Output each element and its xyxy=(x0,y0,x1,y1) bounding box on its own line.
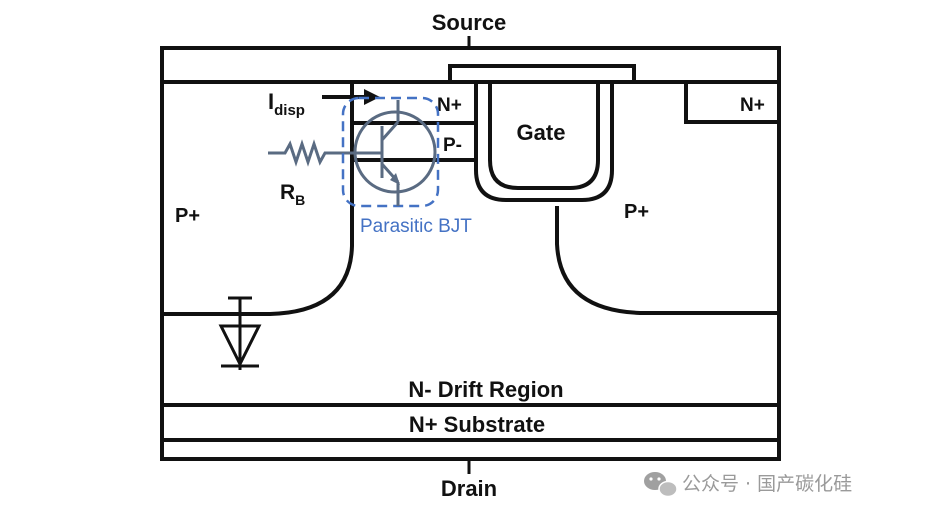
drain-label: Drain xyxy=(441,476,497,501)
n-plus-right-label: N+ xyxy=(740,95,765,116)
p-minus-label: P- xyxy=(443,135,462,156)
n-plus-right-outline xyxy=(684,84,777,124)
gate-oxide-outline xyxy=(474,84,614,202)
i-disp-label: Idisp xyxy=(268,89,305,119)
watermark-text: 公众号 · 国产碳化硅 xyxy=(682,473,852,495)
p-plus-right-junction xyxy=(555,206,779,315)
p-plus-left-label: P+ xyxy=(175,205,200,227)
gate-contact xyxy=(448,64,636,84)
p-plus-left-junction xyxy=(162,245,354,316)
p-plus-right-label: P+ xyxy=(624,201,649,223)
n-drift-label: N- Drift Region xyxy=(408,377,563,402)
n-plus-left-label: N+ xyxy=(437,95,462,116)
wechat-icon xyxy=(644,472,678,498)
gate-poly-outline xyxy=(488,84,600,190)
n-substrate-label: N+ Substrate xyxy=(409,412,545,437)
bjt-collector-lead xyxy=(380,121,400,141)
rb-resistor-icon xyxy=(268,139,352,167)
rb-label: RB xyxy=(280,181,305,208)
source-label: Source xyxy=(432,10,507,35)
parasitic-bjt-label: Parasitic BJT xyxy=(360,216,472,237)
i-disp-arrow-head-icon xyxy=(364,89,380,105)
body-diode-icon xyxy=(218,324,262,368)
gate-label: Gate xyxy=(517,120,566,145)
